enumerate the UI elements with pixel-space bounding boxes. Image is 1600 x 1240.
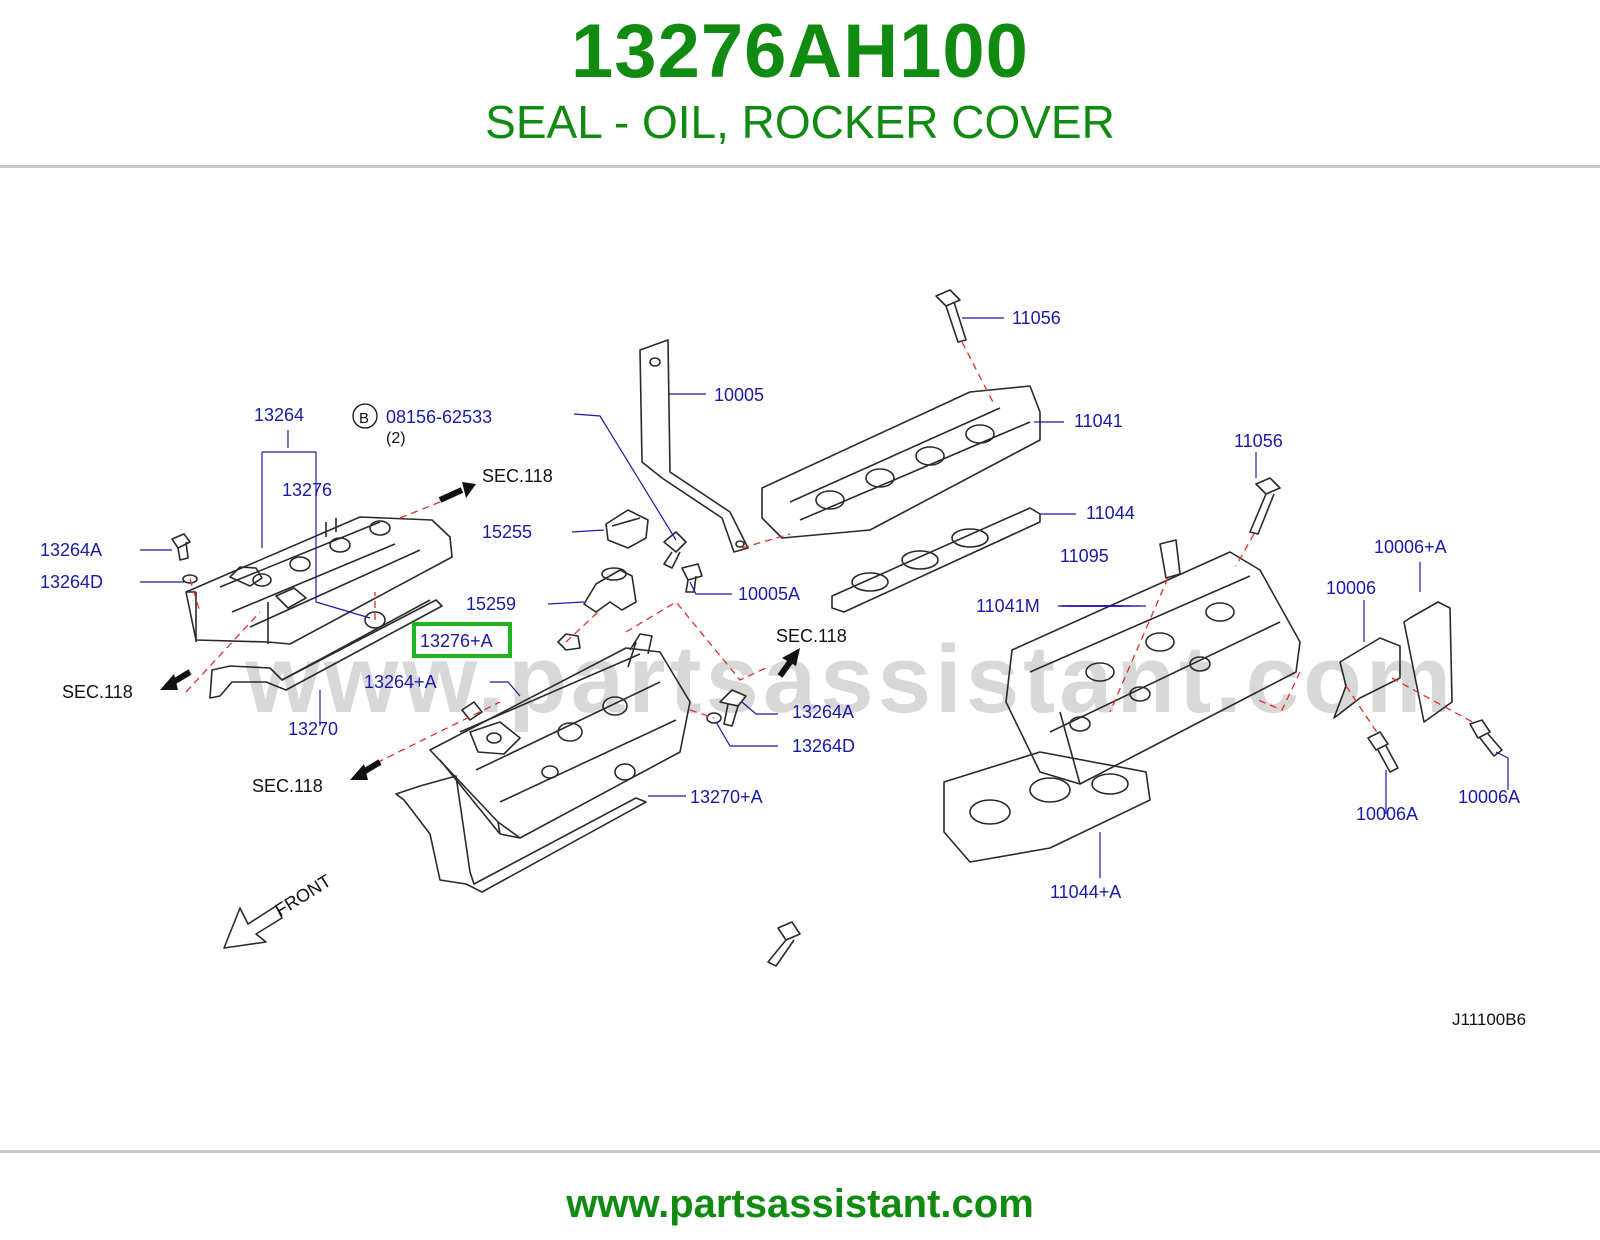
callout-13276A-highlighted[interactable]: 13276+A — [420, 631, 493, 651]
bolt-10006A-left[interactable] — [1367, 731, 1399, 773]
bracket-10006A[interactable] — [1403, 601, 1453, 723]
callout-13264A-left[interactable]: 13264A — [40, 540, 102, 560]
callout-13264[interactable]: 13264 — [254, 405, 304, 425]
bracket-10006[interactable] — [1333, 637, 1401, 719]
callout-11056-right[interactable]: 11056 — [1234, 431, 1283, 451]
callout-13276[interactable]: 13276 — [282, 480, 332, 500]
callout-10006plusA[interactable]: 10006+A — [1374, 537, 1447, 557]
callout-15259[interactable]: 15259 — [466, 594, 516, 614]
rocker-cover-left[interactable] — [185, 516, 453, 645]
callout-10006[interactable]: 10006 — [1326, 578, 1376, 598]
callout-13264plusA[interactable]: 13264+A — [364, 672, 437, 692]
rocker-cover-center[interactable] — [429, 633, 691, 839]
oil-seal-13276[interactable] — [364, 611, 386, 629]
bolt-center-bracket[interactable] — [663, 531, 687, 569]
callout-13270plusA[interactable]: 13270+A — [690, 787, 763, 807]
washer-13264D-left[interactable] — [182, 574, 198, 584]
oil-seal-13276A[interactable] — [557, 633, 581, 651]
callout-13270[interactable]: 13270 — [288, 719, 338, 739]
watermark-text: www.partsassistant.com — [244, 626, 1455, 733]
callout-10006A-right[interactable]: 10006A — [1458, 787, 1520, 807]
bolt-10006A-right[interactable] — [1469, 719, 1503, 757]
badge-circle-b — [352, 403, 378, 429]
callout-10005A[interactable]: 10005A — [738, 584, 800, 604]
callout-11044plusA[interactable]: 11044+A — [1050, 882, 1121, 902]
footer-divider — [0, 1150, 1600, 1153]
arrow-sec118-bl — [350, 759, 382, 780]
arrow-sec118-mid — [777, 648, 800, 678]
badge-b: B — [359, 410, 369, 427]
page-header: 13276AH100 SEAL - OIL, ROCKER COVER — [0, 0, 1600, 168]
footer-website-link[interactable]: www.partsassistant.com — [566, 1182, 1034, 1226]
diagram-code: J11100B6 — [1452, 1010, 1526, 1029]
arrow-sec118-tr — [438, 482, 476, 503]
bolt-loose[interactable] — [767, 921, 801, 967]
assembly-lines — [185, 341, 1477, 769]
bolt-13264A-left[interactable] — [171, 533, 191, 561]
head-gasket-11044A[interactable] — [943, 751, 1151, 863]
arrow-sec118-l — [160, 669, 192, 690]
oil-filler-cap-15255[interactable] — [605, 509, 649, 549]
parts-diagram: www.partsassistant.com — [0, 172, 1600, 1172]
dowel-11095[interactable] — [1159, 539, 1181, 579]
callout-11041[interactable]: 11041 — [1074, 411, 1123, 431]
head-gasket-11044[interactable] — [831, 507, 1041, 613]
sec-ref-left[interactable]: SEC.118 — [62, 682, 133, 702]
front-direction-arrow — [223, 905, 283, 949]
callout-11044[interactable]: 11044 — [1086, 503, 1135, 523]
callout-10005[interactable]: 10005 — [714, 385, 764, 405]
rocker-gasket-center[interactable] — [395, 775, 647, 893]
callout-08156-62533[interactable]: 08156-62533 — [386, 407, 492, 427]
part-description: SEAL - OIL, ROCKER COVER — [485, 96, 1115, 148]
callout-13264D-left[interactable]: 13264D — [40, 572, 103, 592]
sec-ref-middle[interactable]: SEC.118 — [776, 626, 847, 646]
bolt-11056-right[interactable] — [1249, 477, 1281, 535]
leader-lines — [140, 317, 1509, 878]
front-label: FRONT — [272, 871, 335, 921]
callout-15255[interactable]: 15255 — [482, 522, 532, 542]
part-number-title: 13276AH100 — [571, 9, 1029, 94]
header-divider — [0, 165, 1600, 168]
exploded-view-svg: www.partsassistant.com — [40, 289, 1526, 1029]
sec-ref-bottom-left[interactable]: SEC.118 — [252, 776, 323, 796]
callout-13264D-right[interactable]: 13264D — [792, 736, 855, 756]
callout-11095[interactable]: 11095 — [1060, 546, 1109, 566]
filler-neck-15259[interactable] — [583, 567, 637, 613]
highlight-box — [412, 622, 512, 658]
callout-11056-top[interactable]: 11056 — [1012, 308, 1061, 328]
washer-13264D-right[interactable] — [706, 712, 722, 724]
callout-11041M[interactable]: 11041M — [976, 596, 1040, 616]
callout-08156-qty: (2) — [386, 430, 406, 447]
bolt-11056-top[interactable] — [935, 289, 967, 343]
callout-13264A-right[interactable]: 13264A — [792, 702, 854, 722]
callout-10006A-left[interactable]: 10006A — [1356, 804, 1418, 824]
cylinder-head-11041[interactable] — [761, 385, 1041, 539]
bolt-10005A[interactable] — [681, 563, 703, 593]
rocker-gasket-left[interactable] — [209, 599, 443, 699]
bracket-10005[interactable] — [639, 339, 749, 553]
bolt-13264A-right[interactable] — [719, 689, 747, 727]
sec-ref-top-right[interactable]: SEC.118 — [482, 466, 553, 486]
